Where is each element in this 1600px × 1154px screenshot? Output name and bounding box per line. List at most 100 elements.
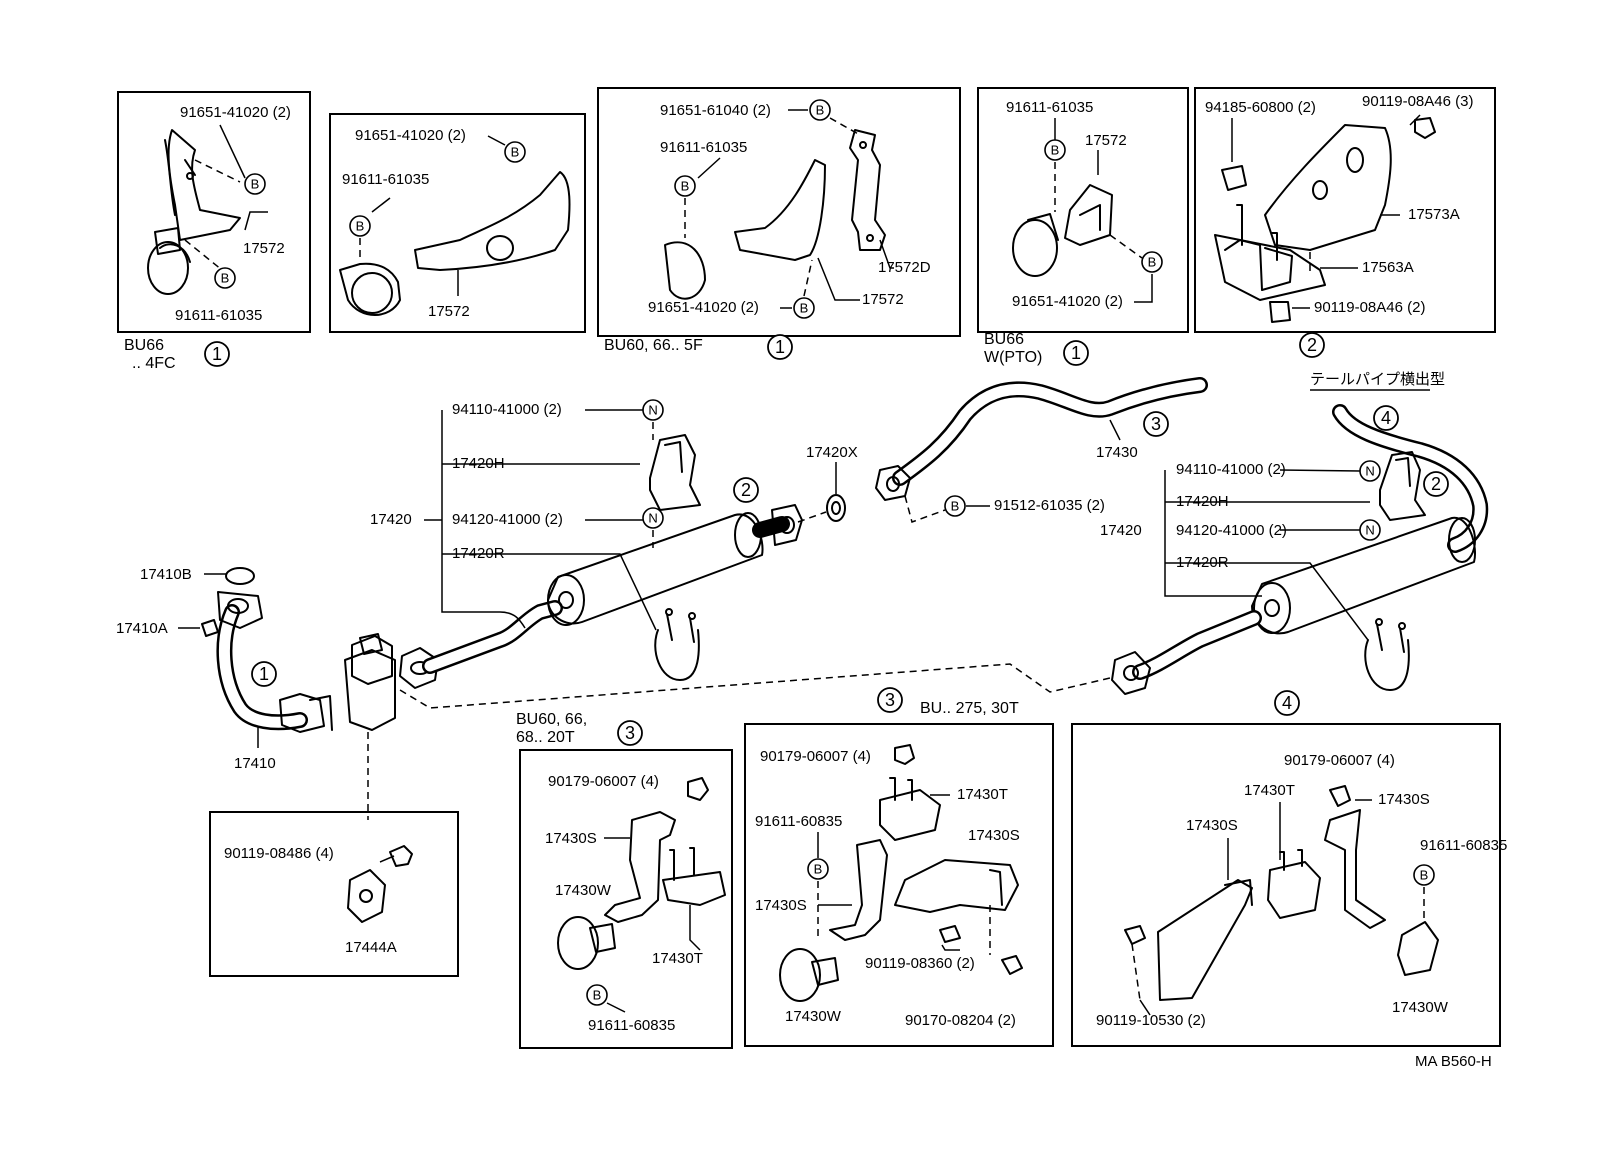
part-number: 94120-41000 (2) [1176, 522, 1287, 539]
svg-text:3: 3 [885, 690, 895, 710]
callout-4: 4 [1274, 690, 1300, 716]
b-symbol [1141, 251, 1163, 273]
part-number: 17420H [452, 455, 505, 472]
part-number: 17430W [785, 1008, 842, 1025]
callout-2: 2 [1423, 471, 1449, 497]
n-symbol [1359, 519, 1381, 541]
main-exhaust-assembly: 17410B 17410A 1 17410 [116, 377, 1208, 820]
svg-text:2: 2 [1431, 474, 1441, 494]
part-number: 17430S [1186, 817, 1238, 834]
part-number: 91611-61035 [660, 139, 747, 156]
b-symbol [244, 173, 266, 195]
side-outlet-assembly: テールパイプ横出型 4 2 94110-41000 (2) 17420H 941 [1100, 371, 1489, 716]
panel-label: .. 4FC [132, 355, 176, 372]
panel-side-mount-4: 90179-06007 (4) 17430T 17430S 17430S 916… [1071, 723, 1507, 1047]
svg-text:1: 1 [1071, 343, 1081, 363]
part-number: 91611-61035 [1006, 99, 1093, 116]
part-number: 91611-61035 [342, 171, 429, 188]
part-number: 17410 [234, 755, 276, 772]
part-number: 17430 [1096, 444, 1138, 461]
part-number: 17420R [1176, 554, 1229, 571]
part-number: 90119-08360 (2) [865, 955, 975, 972]
svg-text:1: 1 [775, 337, 785, 357]
part-number: 90119-10530 (2) [1096, 1012, 1206, 1029]
svg-text:1: 1 [259, 664, 269, 684]
callout-1: 1 [767, 334, 793, 360]
b-symbol [1413, 864, 1435, 886]
b-symbol [807, 858, 829, 880]
b-symbol [586, 984, 608, 1006]
part-number: 91651-41020 (2) [180, 104, 291, 121]
part-number: 17572D [878, 259, 931, 276]
panel-label: W(PTO) [984, 349, 1042, 366]
panel-bu66-wpto: 91611-61035 17572 91651-41020 (2) BU66 W… [977, 87, 1189, 366]
part-number: 91651-41020 (2) [1012, 293, 1123, 310]
panel-bu68: 91651-41020 (2) 91611-61035 17572 [329, 113, 586, 333]
part-number: 94185-60800 (2) [1205, 99, 1316, 116]
part-number: 17430S [545, 830, 597, 847]
svg-text:1: 1 [212, 344, 222, 364]
part-number: 94110-41000 (2) [1176, 461, 1286, 478]
svg-text:2: 2 [741, 480, 751, 500]
part-number: 91611-60835 [1420, 837, 1507, 854]
part-number: 91651-61040 (2) [660, 102, 771, 119]
b-symbol [944, 495, 966, 517]
callout-2: 2 [1299, 332, 1325, 358]
b-symbol [504, 141, 526, 163]
part-number: 91611-60835 [755, 813, 842, 830]
callout-1: 1 [251, 661, 277, 687]
diagram-code: MA B560-H [1415, 1053, 1492, 1070]
part-number: 91611-60835 [588, 1017, 675, 1034]
part-number: 91651-41020 (2) [648, 299, 759, 316]
part-number: 17420R [452, 545, 505, 562]
part-number: 17430T [957, 786, 1008, 803]
b-symbol [809, 99, 831, 121]
panel-label: BU.. 275, 30T [920, 700, 1019, 717]
part-number: 90119-08A46 (3) [1362, 93, 1473, 110]
part-number: 94110-41000 (2) [452, 401, 562, 418]
n-symbol [1359, 460, 1381, 482]
b-symbol [793, 297, 815, 319]
part-number: 90119-08486 (4) [224, 845, 334, 862]
b-symbol [1044, 139, 1066, 161]
part-number: 91611-61035 [175, 307, 262, 324]
panel-label: BU60, 66, [516, 711, 587, 728]
n-symbol [642, 507, 664, 529]
callout-1: 1 [204, 341, 230, 367]
panel-bracket-2: 94185-60800 (2) 90119-08A46 (3) 17573A 1… [1194, 87, 1496, 358]
panel-label: BU66 [984, 331, 1024, 348]
callout-3: 3 [877, 687, 903, 713]
n-symbol [642, 399, 664, 421]
part-number: 17410B [140, 566, 192, 583]
part-number: 17430W [1392, 999, 1449, 1016]
svg-text:4: 4 [1282, 693, 1292, 713]
panel-bu60-66-5f: 91651-61040 (2) 91611-61035 17572D 17572… [597, 87, 961, 360]
part-number: 94120-41000 (2) [452, 511, 563, 528]
callout-3: 3 [617, 720, 643, 746]
part-number: 17430S [1378, 791, 1430, 808]
b-symbol [674, 175, 696, 197]
part-number: 17420 [1100, 522, 1142, 539]
svg-text:4: 4 [1381, 408, 1391, 428]
part-number: 17420X [806, 444, 858, 461]
part-number: 90119-08A46 (2) [1314, 299, 1425, 316]
svg-text:2: 2 [1307, 335, 1317, 355]
part-number: 90170-08204 (2) [905, 1012, 1016, 1029]
part-number: 17420 [370, 511, 412, 528]
part-number: 17563A [1362, 259, 1414, 276]
svg-text:3: 3 [625, 723, 635, 743]
note-text: テールパイプ横出型 [1310, 371, 1445, 388]
callout-1: 1 [1063, 340, 1089, 366]
svg-text:3: 3 [1151, 414, 1161, 434]
callout-4: 4 [1373, 405, 1399, 431]
b-symbol [214, 267, 236, 289]
part-number: 91651-41020 (2) [355, 127, 466, 144]
part-number: 17573A [1408, 206, 1460, 223]
part-number: 90179-06007 (4) [760, 748, 871, 765]
part-number: 17430W [555, 882, 612, 899]
panel-bu60-20t: BU60, 66, 68.. 20T 3 90179-06007 (4) 174… [516, 711, 733, 1049]
callout-2: 2 [733, 477, 759, 503]
part-number: 17430S [755, 897, 807, 914]
callout-3: 3 [1143, 411, 1169, 437]
